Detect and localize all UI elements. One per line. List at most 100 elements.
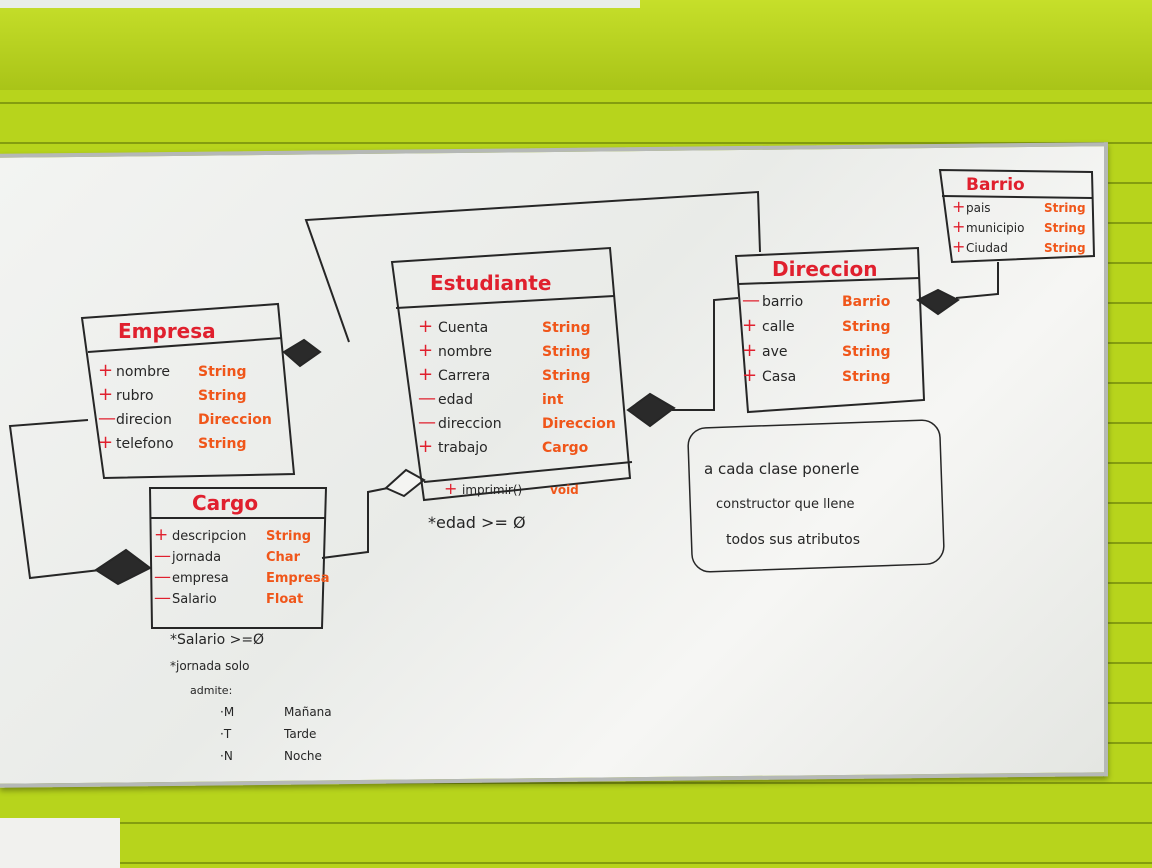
empresa-attrs-type: String	[198, 436, 246, 452]
cargo-attrs-name: descripcion	[172, 529, 246, 544]
estudiante-attrs-type: String	[542, 344, 590, 360]
empresa-attrs-vis: +	[98, 360, 113, 381]
cargo-attrs-type: Empresa	[266, 571, 329, 586]
diamond-estudiante-dir	[626, 392, 676, 428]
empresa-attrs-vis: +	[98, 384, 113, 405]
estudiante-attrs-name: direccion	[438, 416, 502, 432]
direccion-title: Direccion	[772, 257, 877, 281]
cargo-note-salario: *Salario >=Ø	[170, 632, 264, 648]
diamond-cargo	[94, 548, 152, 586]
cargo-attrs-name: Salario	[172, 592, 217, 607]
estudiante-attrs-name: edad	[438, 392, 473, 408]
estudiante-methods-vis: +	[444, 479, 457, 498]
direccion-attrs-name: Casa	[762, 369, 796, 385]
cargo-note-admite: admite:	[190, 684, 232, 697]
cargo-attrs-name: jornada	[171, 550, 221, 565]
barrio-attrs-vis: +	[952, 217, 965, 236]
estudiante-note: *edad >= Ø	[428, 513, 526, 532]
direccion-attrs-type: String	[842, 369, 890, 385]
estudiante-attrs-vis: +	[418, 316, 433, 337]
estudiante-attrs-type: String	[542, 368, 590, 384]
connector-direccion-barrio	[955, 262, 999, 299]
estudiante-attrs-type: Direccion	[542, 416, 616, 432]
empresa-title: Empresa	[118, 319, 216, 343]
direccion-attrs-vis: +	[742, 365, 757, 386]
diamond-empresa	[282, 338, 322, 368]
barrio-attrs-name: municipio	[966, 221, 1024, 235]
connector-empresa-cargo	[8, 419, 101, 580]
barrio-attrs-name: pais	[966, 201, 991, 215]
estudiante-methods-type: void	[550, 483, 579, 497]
estudiante-attrs-name: nombre	[438, 344, 492, 360]
direccion-attrs-name: barrio	[762, 294, 803, 310]
cargo-option-label: Noche	[284, 749, 322, 763]
estudiante-attrs-vis: +	[418, 436, 433, 457]
empresa-attrs-vis: —	[98, 408, 116, 429]
direccion-attrs-name: calle	[762, 319, 795, 335]
barrio-attrs-name: Ciudad	[966, 241, 1008, 255]
cargo-option-code: ·N	[220, 749, 233, 763]
estudiante-title: Estudiante	[430, 271, 551, 295]
estudiante-attrs-vis: +	[418, 364, 433, 385]
cargo-attrs-vis: —	[154, 546, 171, 566]
estudiante-attrs-type: Cargo	[542, 440, 589, 456]
wall-top	[0, 0, 1152, 90]
note-line-2: constructor que llene	[716, 497, 855, 512]
direccion-attrs-name: ave	[762, 344, 787, 360]
empresa-attrs-name: telefono	[116, 436, 174, 452]
cargo-attrs-name: empresa	[172, 571, 229, 586]
cargo-attrs-type: Char	[266, 550, 301, 565]
estudiante-attrs-type: int	[542, 392, 564, 408]
estudiante-attrs-name: Carrera	[438, 368, 490, 384]
empresa-attrs-name: rubro	[116, 388, 154, 404]
note-line-3: todos sus atributos	[726, 532, 860, 548]
estudiante-attrs-vis: +	[418, 340, 433, 361]
diamond-cargo-open	[384, 468, 426, 498]
estudiante-attrs-name: trabajo	[438, 440, 488, 456]
empresa-attrs-name: nombre	[116, 364, 170, 380]
cargo-option-code: ·T	[220, 727, 232, 741]
barrio-attrs-vis: +	[952, 237, 965, 256]
connectors	[8, 190, 999, 580]
direccion-attrs-vis: +	[742, 315, 757, 336]
note-line-1: a cada clase ponerle	[704, 460, 859, 478]
barrio-attrs-type: String	[1044, 201, 1086, 215]
barrio-attrs-type: String	[1044, 221, 1086, 235]
cargo-option-label: Mañana	[284, 705, 332, 719]
estudiante-attrs-type: String	[542, 320, 590, 336]
composition-diamonds	[94, 288, 960, 586]
estudiante-attrs-name: Cuenta	[438, 320, 488, 336]
empresa-attrs-type: Direccion	[198, 412, 272, 428]
barrio-title: Barrio	[966, 175, 1025, 195]
cargo-attrs-vis: —	[154, 588, 171, 608]
empresa-attrs-type: String	[198, 364, 246, 380]
barrio-attrs-vis: +	[952, 197, 965, 216]
cargo-attrs-vis: —	[154, 567, 171, 587]
cargo-attrs-vis: +	[154, 525, 168, 545]
empresa-attrs-type: String	[198, 388, 246, 404]
estudiante-attrs-vis: —	[418, 388, 436, 409]
barrio-attrs-type: String	[1044, 241, 1086, 255]
direccion-attrs-type: String	[842, 344, 890, 360]
cargo-attrs-type: Float	[266, 592, 303, 607]
connector-estudiante-direccion	[672, 297, 739, 411]
diamond-direccion-barrio	[916, 288, 960, 316]
cargo-option-label: Tarde	[283, 727, 316, 741]
cargo-attrs-type: String	[266, 529, 311, 544]
direccion-attrs-vis: —	[742, 290, 760, 311]
direccion-attrs-type: Barrio	[842, 294, 891, 310]
cargo-title: Cargo	[192, 491, 258, 515]
estudiante-methods-name: imprimir()	[462, 483, 522, 497]
empresa-attrs-name: direcion	[116, 412, 172, 428]
cargo-note-jornada: *jornada solo	[170, 659, 249, 673]
cargo-option-code: ·M	[220, 705, 234, 719]
direccion-attrs-type: String	[842, 319, 890, 335]
note-box: a cada clase ponerle constructor que lle…	[687, 419, 945, 573]
estudiante-attrs-vis: —	[418, 412, 436, 433]
